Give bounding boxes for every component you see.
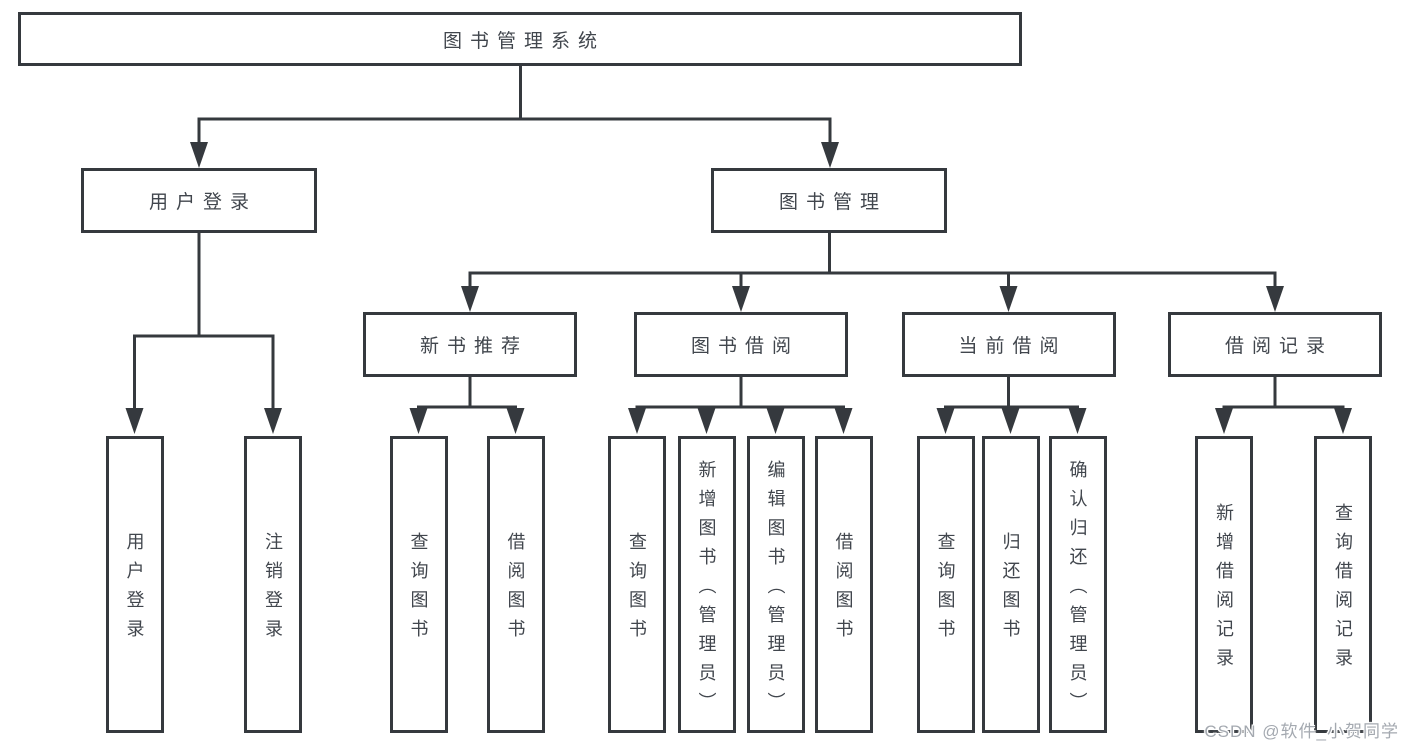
node-borrowing-records: 借阅记录 bbox=[1168, 312, 1382, 377]
node-label: 图书管理系统 bbox=[442, 30, 605, 52]
leaf-label: 编辑图书（管理员） bbox=[765, 459, 786, 721]
node-label: 用户登录 bbox=[148, 192, 257, 213]
leaf-logout: 注销登录 bbox=[244, 436, 302, 733]
leaf-borrow-books: 借阅图书 bbox=[814, 436, 873, 733]
leaf-query-books-recommend: 查询图书 bbox=[389, 436, 448, 733]
node-user-login: 用户登录 bbox=[81, 168, 317, 233]
node-library-management-system: 图书管理系统 bbox=[18, 12, 1022, 66]
node-label: 当前借阅 bbox=[958, 336, 1067, 357]
leaf-label: 用户登录 bbox=[124, 532, 145, 648]
leaf-label: 归还图书 bbox=[1000, 532, 1021, 648]
leaf-return-books: 归还图书 bbox=[981, 436, 1040, 733]
leaf-label: 借阅图书 bbox=[833, 532, 854, 648]
leaf-confirm-return-admin: 确认归还（管理员） bbox=[1048, 436, 1107, 733]
node-book-borrowing: 图书借阅 bbox=[634, 312, 848, 377]
leaf-label: 查询图书 bbox=[935, 532, 956, 648]
csdn-watermark: CSDN @软件_小贺同学 bbox=[1204, 722, 1399, 741]
node-label: 借阅记录 bbox=[1224, 336, 1333, 357]
leaf-label: 注销登录 bbox=[263, 532, 283, 648]
node-label: 新书推荐 bbox=[419, 336, 528, 357]
leaf-label: 查询图书 bbox=[627, 532, 647, 648]
node-current-borrowing: 当前借阅 bbox=[901, 312, 1116, 377]
leaf-label: 查询图书 bbox=[408, 532, 429, 648]
leaf-query-books-borrowing: 查询图书 bbox=[608, 436, 666, 733]
leaf-add-borrow-record: 新增借阅记录 bbox=[1195, 436, 1253, 733]
leaf-edit-books-admin: 编辑图书（管理员） bbox=[746, 436, 805, 733]
leaf-label: 确认归还（管理员） bbox=[1067, 459, 1088, 721]
leaf-label: 借阅图书 bbox=[505, 532, 526, 648]
node-label: 图书借阅 bbox=[690, 336, 799, 357]
leaf-label: 查询借阅记录 bbox=[1333, 503, 1353, 677]
arrowheads bbox=[125, 142, 1352, 434]
leaf-label: 新增借阅记录 bbox=[1214, 503, 1234, 677]
leaf-add-books-admin: 新增图书（管理员） bbox=[677, 436, 736, 733]
node-book-management: 图书管理 bbox=[711, 168, 947, 233]
leaf-borrow-books-recommend: 借阅图书 bbox=[486, 436, 545, 733]
leaf-query-books-current: 查询图书 bbox=[916, 436, 975, 733]
leaf-label: 新增图书（管理员） bbox=[696, 459, 717, 721]
leaf-user-login: 用户登录 bbox=[105, 436, 164, 733]
leaf-query-borrow-record: 查询借阅记录 bbox=[1314, 436, 1372, 733]
node-label: 图书管理 bbox=[778, 192, 887, 213]
node-new-book-recommendation: 新书推荐 bbox=[363, 312, 577, 377]
